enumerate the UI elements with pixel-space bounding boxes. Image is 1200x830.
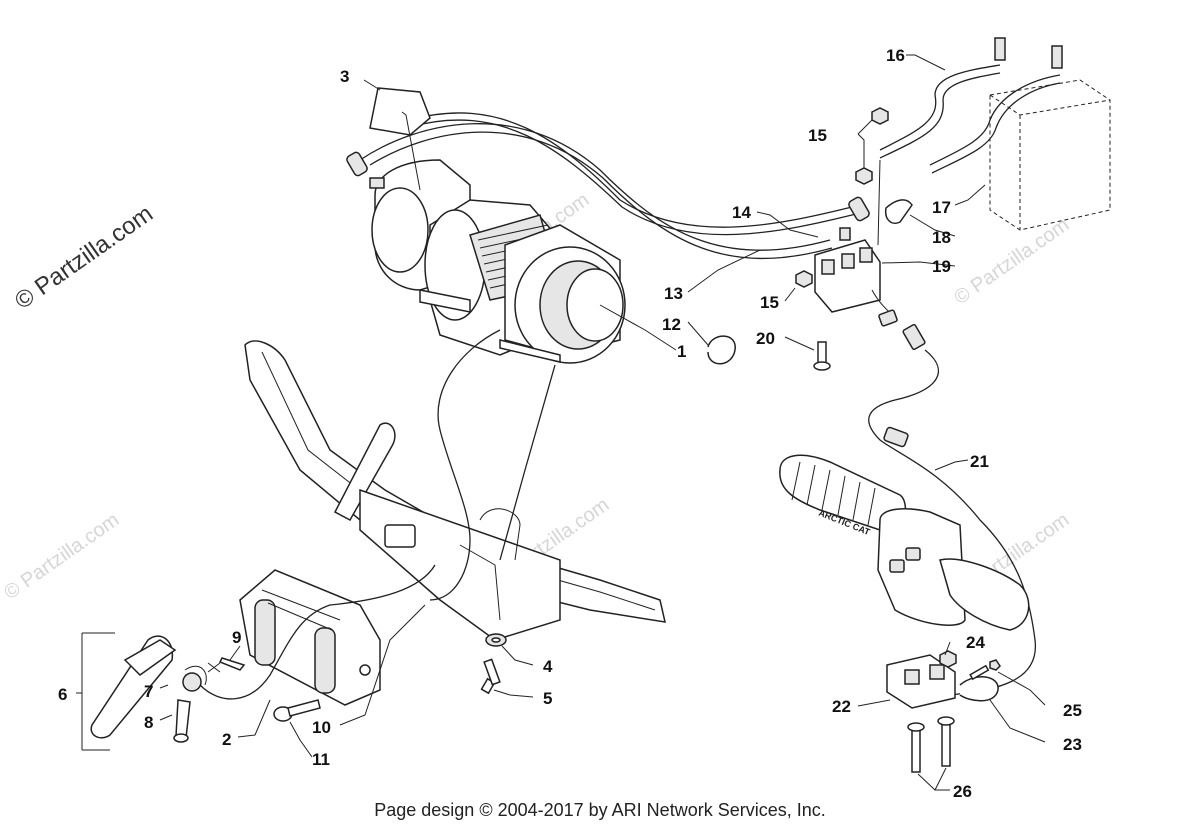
- bracket-support-line: [499, 364, 556, 561]
- watermark-faint-4: © Partzilla.com: [950, 214, 1073, 309]
- page-footer-copyright: Page design © 2004-2017 by ARI Network S…: [374, 800, 826, 820]
- screws-26: [907, 716, 955, 773]
- callout-7: 7: [144, 682, 153, 701]
- callout-13: 13: [664, 284, 683, 303]
- callout-5: 5: [543, 689, 552, 708]
- motor-terminal: [369, 177, 385, 189]
- callout-12: 12: [662, 315, 681, 334]
- callout-numbers: 3 1 12 13 14 15 16 17 18 19 15 20 21 24 …: [58, 46, 1082, 801]
- callout-9: 9: [232, 628, 241, 647]
- nut-24: [939, 650, 957, 668]
- nut-15-c: [795, 270, 813, 288]
- callout-3: 3: [340, 67, 349, 86]
- callout-22: 22: [832, 697, 851, 716]
- callout-11: 11: [312, 750, 330, 769]
- callout-20: 20: [756, 329, 775, 348]
- watermark-main: © Partzilla.com: [10, 200, 158, 315]
- nut-15-a: [871, 107, 889, 125]
- winch-assembly: [369, 159, 626, 364]
- solenoid-lead-wire: [877, 159, 881, 246]
- callout-26: 26: [953, 782, 972, 801]
- leader-lines: [76, 54, 1046, 791]
- fairlead-10: [239, 569, 381, 706]
- clip-23: [959, 676, 999, 702]
- cable-14: [409, 112, 870, 236]
- screw-20: [813, 341, 831, 371]
- watermark-faint-1: © Partzilla.com: [0, 509, 123, 604]
- winch-cable-2: [184, 564, 436, 700]
- callout-10: 10: [312, 718, 331, 737]
- callout-25: 25: [1063, 701, 1082, 720]
- remote-cable: [429, 329, 501, 601]
- washer-4: [485, 633, 507, 647]
- battery: [989, 79, 1111, 231]
- callout-6: 6: [58, 685, 67, 704]
- switch-bracket-22: [886, 654, 956, 709]
- battery-cable-17: [929, 45, 1063, 174]
- callout-19: 19: [932, 257, 951, 276]
- clevis-pin-8: [173, 699, 191, 743]
- nut-15-b: [855, 167, 873, 185]
- hook-strap-6: [90, 635, 207, 739]
- switch-harness-21: [868, 323, 1036, 696]
- callout-24: 24: [966, 633, 985, 652]
- screw-25: [969, 659, 1001, 681]
- callout-15-top: 15: [808, 126, 827, 145]
- battery-cable-16: [879, 37, 1006, 159]
- callout-23: 23: [1063, 735, 1082, 754]
- hook-pin-indicator: [207, 662, 221, 673]
- snap-ring: [707, 335, 736, 365]
- callout-18: 18: [932, 228, 951, 247]
- bolt-11: [273, 699, 321, 722]
- callout-17: 17: [932, 198, 951, 217]
- handlebar-grip: ARCTIC CAT: [779, 454, 1030, 631]
- callout-1: 1: [677, 342, 686, 361]
- motor-cover: [369, 87, 431, 136]
- solenoid: [814, 227, 898, 327]
- bumper-frame: [244, 340, 666, 641]
- callout-16: 16: [886, 46, 905, 65]
- terminal-boot-18: [884, 199, 913, 224]
- bolt-5: [480, 658, 501, 695]
- callout-14: 14: [732, 203, 751, 222]
- callout-21: 21: [970, 452, 989, 471]
- callout-15-bottom: 15: [760, 293, 779, 312]
- callout-2: 2: [222, 730, 231, 749]
- callout-4: 4: [543, 657, 553, 676]
- callout-8: 8: [144, 713, 153, 732]
- cotter-pin-9: [218, 657, 246, 671]
- grip-ridges: [791, 461, 876, 526]
